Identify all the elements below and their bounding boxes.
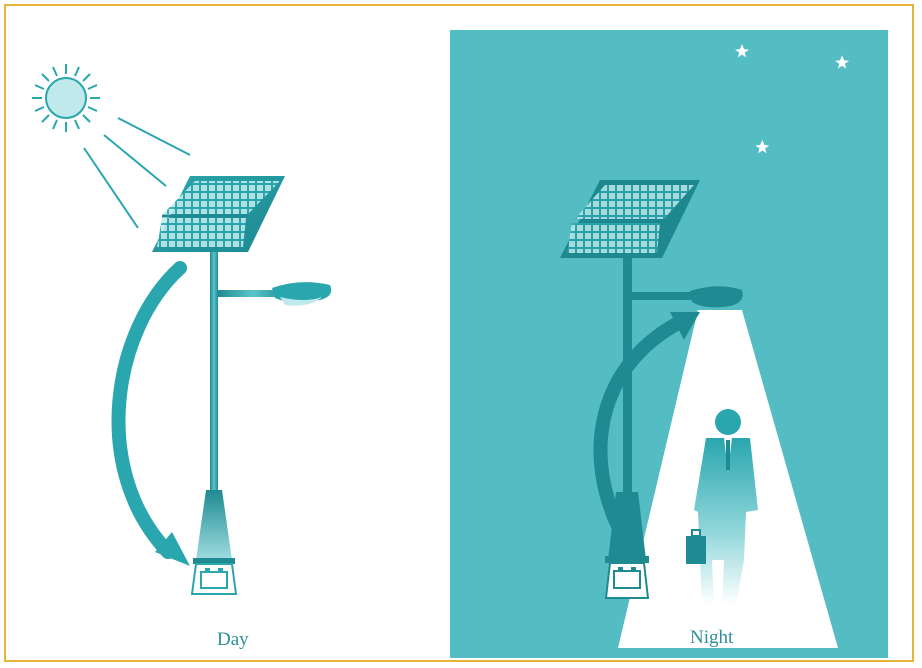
night-panel [450, 30, 888, 658]
night-caption: Night [690, 627, 734, 648]
sun-icon [32, 64, 100, 132]
star-icon [735, 44, 850, 154]
solar-panel-icon [152, 176, 285, 252]
briefcase-icon [686, 529, 706, 564]
street-lamp-icon [193, 252, 332, 564]
day-caption: Day [217, 629, 249, 650]
solar-panel-icon [560, 180, 700, 258]
energy-arrow-day [111, 261, 190, 566]
energy-arrow-night [593, 312, 700, 559]
battery-icon [604, 562, 650, 599]
sunlight-rays [83, 117, 191, 229]
battery-icon [190, 563, 238, 595]
day-panel [32, 64, 332, 595]
businessman-icon [694, 409, 758, 605]
